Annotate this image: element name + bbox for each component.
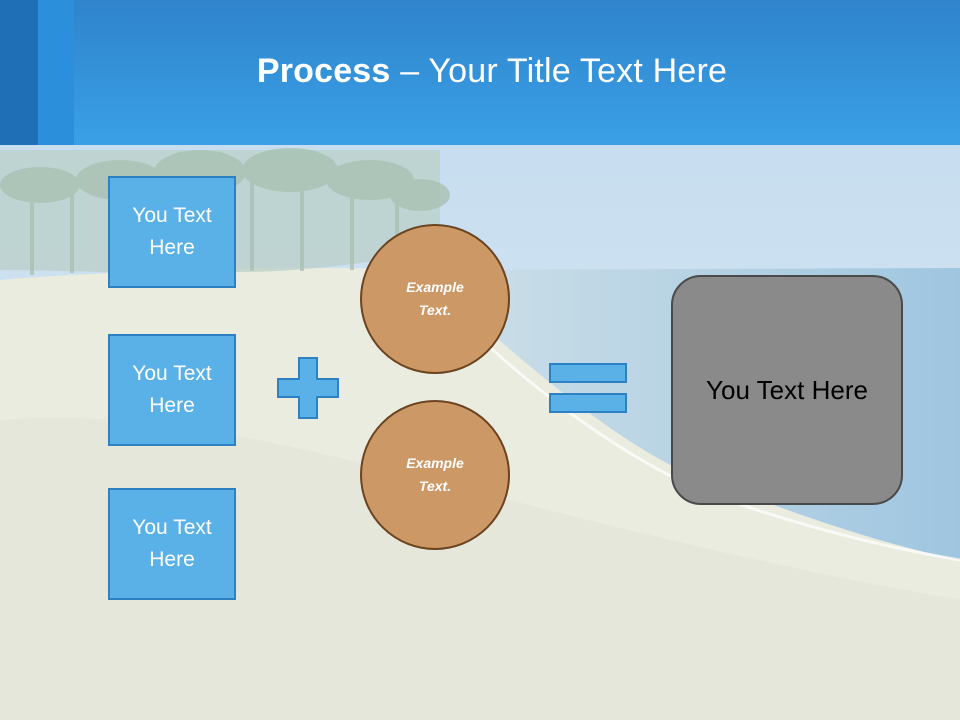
circle-label: Example Text. bbox=[406, 279, 464, 318]
title-rest: Your Title Text Here bbox=[428, 52, 728, 90]
example-circle-1: Example Text. bbox=[360, 224, 510, 374]
circle-label: Example Text. bbox=[406, 455, 464, 494]
input-box-2: You Text Here bbox=[108, 334, 236, 446]
title-bold: Process bbox=[256, 52, 391, 90]
title-separator: – bbox=[400, 52, 420, 90]
page-title: Process – Your Title Text Here bbox=[0, 52, 960, 91]
input-box-1: You Text Here bbox=[108, 176, 236, 288]
header-accent-stripe-light bbox=[38, 0, 74, 145]
equals-top-bar bbox=[549, 363, 627, 383]
equals-bottom-bar bbox=[549, 393, 627, 413]
plus-icon bbox=[277, 357, 339, 419]
header-bar: Process – Your Title Text Here bbox=[0, 0, 960, 145]
result-label: You Text Here bbox=[706, 374, 868, 405]
header-accent-stripe bbox=[0, 0, 38, 145]
input-box-3: You Text Here bbox=[108, 488, 236, 600]
result-box: You Text Here bbox=[671, 275, 903, 505]
input-box-label: You Text Here bbox=[132, 204, 212, 259]
input-box-label: You Text Here bbox=[132, 516, 212, 571]
input-box-label: You Text Here bbox=[132, 362, 212, 417]
example-circle-2: Example Text. bbox=[360, 400, 510, 550]
